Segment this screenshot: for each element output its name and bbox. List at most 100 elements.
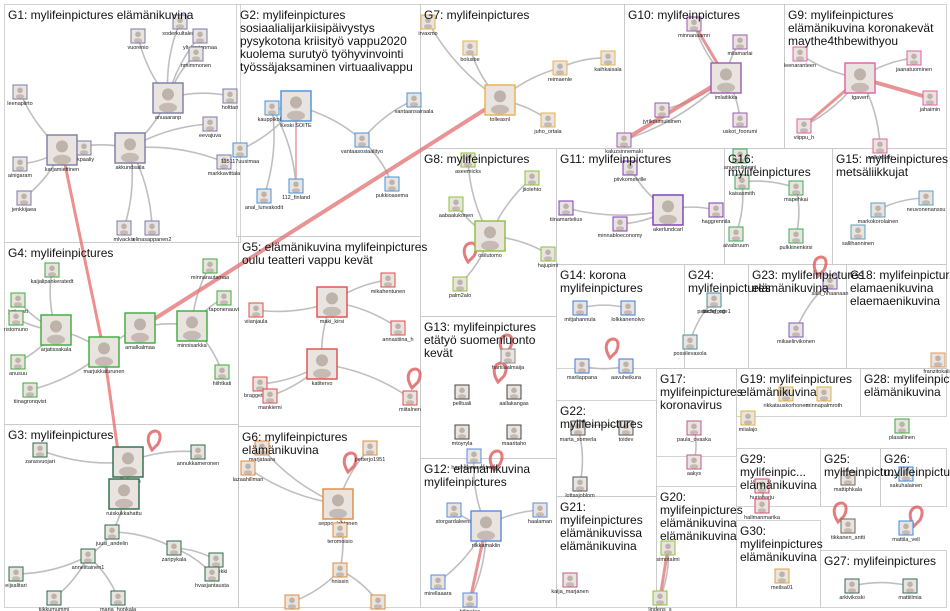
node-n115117[interactable]: 115117uusimaa — [221, 142, 260, 165]
node-arkivikoski[interactable]: arkivikoski — [839, 578, 865, 601]
node-tolleasnl[interactable]: tolleasnl — [484, 84, 516, 123]
node-ainigaram[interactable]: ainigaram — [8, 156, 33, 179]
node-simotalmi[interactable]: simotalmi — [656, 540, 680, 563]
node-akerlundcarl[interactable]: akerlundcarl — [652, 194, 684, 233]
node-lolkkanenolvo[interactable]: lolkkanenolvo — [611, 300, 645, 323]
node-anusuu[interactable]: anusuu — [9, 354, 27, 377]
node-marta_somerla[interactable]: marta_somerla — [560, 420, 598, 443]
node-annukkameronen[interactable]: annukkameronen — [177, 444, 220, 467]
node-rikkatauskorhonen[interactable]: rikkatauskorhonen — [764, 386, 809, 409]
node-akpaaliy[interactable]: akpaaliy — [74, 140, 94, 163]
node-annastiina_h[interactable]: annastiina_h — [382, 320, 414, 343]
node-franzitokalia[interactable]: franzitokalia — [923, 352, 950, 375]
node-teromoisio[interactable]: teromoisio — [327, 522, 353, 545]
node-patricleforde1[interactable]: patricleforde1 — [697, 292, 731, 315]
node-tiinamartelius[interactable]: tiinamartelius — [550, 200, 583, 223]
node-marjataara[interactable]: marjataara — [249, 440, 276, 463]
node-aavuheikura[interactable]: aavuheikura — [611, 358, 642, 381]
node-mattiphkala[interactable]: mattiphkala — [834, 470, 863, 493]
node-bolusbe[interactable]: bolusbe — [460, 40, 480, 63]
node-minnarautamaa[interactable]: minnarautamaa — [191, 258, 230, 281]
node-paula_ovaska[interactable]: paula_ovaska — [677, 420, 712, 443]
node-imlaitikka[interactable]: imlaitikka — [710, 62, 742, 101]
node-storgardaleena[interactable]: storgardaleena — [436, 502, 474, 525]
node-petterjo1951[interactable]: petterjo1951 — [355, 440, 386, 463]
node-mattiilmia[interactable]: mattiilmia — [898, 578, 923, 601]
node-arjatissakala[interactable]: arjatissakala — [40, 314, 73, 353]
node-viippu_h[interactable]: viippu_h — [794, 118, 815, 141]
node-tgavert[interactable]: tgavert — [844, 62, 876, 101]
node-hannalsnannstrom[interactable]: hannalsnannstrom — [451, 448, 497, 471]
node-saili_nnaanaan[interactable]: saili_nnaanaan — [811, 274, 849, 297]
node-anninahaaraala[interactable]: anninahaaraala — [359, 594, 398, 611]
node-hallmanmarika[interactable]: hallmanmarika — [744, 498, 781, 521]
node-jyrikoumulainen[interactable]: jyrikoumulainen — [642, 102, 681, 125]
node-sallahillari[interactable]: sallahillari — [868, 138, 892, 161]
node-kauppikokki[interactable]: kauppikokki — [258, 100, 287, 123]
node-mapehkai[interactable]: mapehkai — [784, 180, 808, 203]
node-mirellaaara[interactable]: mirellaaara — [424, 574, 453, 597]
node-kaija_marjanen[interactable]: kaija_marjanen — [551, 572, 589, 595]
node-pulkkinenkirsi[interactable]: pulkkinenkirsi — [779, 228, 813, 251]
node-milamarlai[interactable]: milamarlai — [727, 34, 753, 57]
node-lottasjoblom[interactable]: lottasjoblom — [565, 476, 595, 499]
node-n112_finland[interactable]: 112_finland — [282, 178, 310, 201]
node-seppo_lehtonen[interactable]: seppo_lehtonen — [318, 488, 358, 527]
node-toidev[interactable]: toidev — [618, 420, 634, 443]
node-haalaman[interactable]: haalaman — [528, 502, 552, 525]
node-vantaansairaala[interactable]: vantaansairaala — [395, 92, 435, 115]
node-kaijalipankeratedt[interactable]: kaijalipankeratedt — [31, 262, 74, 285]
node-maki_kirsi[interactable]: maki_kirsi — [316, 286, 348, 325]
node-mitjahannula[interactable]: mitjahannula — [564, 300, 597, 323]
node-pelltuali[interactable]: pelltuali — [453, 384, 472, 407]
node-marliappana[interactable]: marliappana — [567, 358, 598, 381]
node-hvasjantausta[interactable]: hvasjantausta — [195, 566, 230, 589]
node-elinasappanen2[interactable]: elinasappanen2 — [133, 220, 172, 243]
node-sakuhalainen[interactable]: sakuhalainen — [890, 466, 922, 489]
node-akkundsaila[interactable]: akkundsaila — [114, 132, 146, 171]
node-eijsalitari[interactable]: eijsalitari — [5, 566, 27, 589]
node-plasallinen[interactable]: plasallinen — [889, 418, 915, 441]
node-meilsa01[interactable]: meilsa01 — [771, 568, 793, 591]
node-juho_ortala[interactable]: juho_ortala — [533, 112, 563, 135]
node-voronniio[interactable]: vuorenio — [127, 28, 149, 51]
node-leenaranteen[interactable]: leenaranteen — [784, 46, 816, 69]
node-anuemilniemi[interactable]: anuemilniemi — [724, 148, 756, 171]
node-mikahentunen[interactable]: mikahentunen — [371, 272, 406, 295]
node-hartilaalmaija[interactable]: hartilaalmaija — [492, 348, 525, 371]
node-leenapiirto[interactable]: leenapiirto — [7, 84, 33, 107]
node-tikkanen_antti[interactable]: tikkanen_antti — [831, 518, 865, 541]
node-hilinalaa[interactable]: hilinalaa — [460, 592, 481, 611]
node-kaisasmith[interactable]: kaisasmith — [729, 174, 755, 197]
node-aivabruum[interactable]: aivabruum — [723, 226, 749, 249]
node-tiikkumummi[interactable]: tiikkumummi — [39, 590, 70, 611]
node-kaluzsinnemaki[interactable]: kaluzsinnemaki — [605, 132, 643, 155]
node-bragggetommi[interactable]: braggetommi — [244, 376, 276, 399]
node-miitalnen[interactable]: miitalnen — [399, 390, 421, 413]
node-mankiemi[interactable]: mankiemi — [258, 388, 282, 411]
node-zomeveeri[interactable]: zomeveeri — [279, 594, 304, 611]
node-hurjaharju[interactable]: hurjaharju — [750, 478, 774, 501]
node-markkavittala[interactable]: markkavittala — [208, 154, 241, 177]
node-eevajuva[interactable]: eevajuva — [199, 116, 222, 139]
node-kaihkaisala[interactable]: kaihkaisala — [594, 50, 623, 73]
node-mtoyryla[interactable]: mtoyryla — [452, 424, 474, 447]
node-aallakangas[interactable]: aallakangas — [499, 384, 529, 407]
node-haggrennila[interactable]: haggrennila — [702, 202, 732, 225]
node-riikkamaklin[interactable]: riikkamaklin — [470, 510, 502, 549]
node-sallihanninen[interactable]: sallihanninen — [842, 224, 874, 247]
node-taponenauvi[interactable]: taponenauvi — [209, 290, 239, 313]
node-uskot_foorumi[interactable]: uskot_foorumi — [723, 112, 758, 135]
node-reimaenle[interactable]: reimaenle — [548, 60, 572, 83]
node-markokorolainen[interactable]: markokorolainen — [858, 202, 899, 225]
node-lindens_s[interactable]: lindens_s — [648, 590, 672, 611]
node-pukkioasema[interactable]: pukkioasema — [376, 176, 409, 199]
node-mikaelirvikonen[interactable]: mikaelirvikonen — [777, 322, 815, 345]
node-osilutomo[interactable]: osilutomo — [474, 220, 506, 259]
node-anal_lunva[interactable]: anal_lunvakodit — [245, 188, 284, 211]
node-irvaxmo[interactable]: irvaxmo — [418, 14, 438, 37]
node-zaripykala[interactable]: zaripykala — [162, 540, 188, 563]
node-miialajo[interactable]: miialajo — [739, 410, 758, 433]
node-aabaalukonen[interactable]: aabaalukonen — [439, 196, 474, 219]
node-maaritaho[interactable]: maaritaho — [502, 424, 526, 447]
